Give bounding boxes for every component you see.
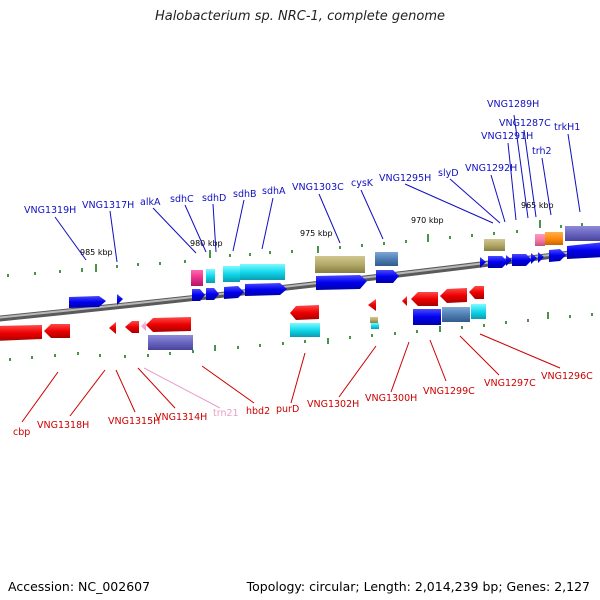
kbp-label-975: 975 kbp (300, 229, 333, 238)
gene-VNG1300H-a[interactable] (370, 317, 378, 323)
label-VNG1297C: VNG1297C (484, 378, 536, 389)
gene-VNG1297C-rna[interactable] (442, 307, 470, 322)
label-trn21: trn21 (213, 408, 239, 419)
gene-VNG1300H-b[interactable] (371, 323, 379, 329)
gene-sdhB[interactable] (240, 264, 285, 280)
gene-sdhA-b[interactable] (206, 288, 219, 300)
label-VNG1289H: VNG1289H (487, 99, 539, 110)
gene-VNG1318H[interactable] (44, 324, 70, 338)
label-sdhB: sdhB (233, 189, 257, 200)
gene-hbd2-rna[interactable] (148, 335, 193, 350)
label-VNG1302H: VNG1302H (307, 399, 359, 410)
label-VNG1292H: VNG1292H (465, 163, 517, 174)
gene-cysK[interactable] (375, 252, 398, 266)
gene-VNG1300H[interactable] (402, 296, 407, 306)
gene-VNG1315H[interactable] (109, 322, 116, 334)
gene-trkH1-cds-b[interactable] (567, 242, 600, 259)
label-purD: purD (276, 404, 299, 415)
kbp-label-985: 985 kbp (80, 248, 113, 257)
gene-trkH1-cds-a[interactable] (549, 249, 566, 262)
bottom-gene-labels: cbp VNG1318H VNG1315H VNG1314H trn21 hbd… (13, 371, 593, 438)
kbp-label-970: 970 kbp (411, 216, 444, 225)
label-VNG1314H: VNG1314H (155, 412, 207, 423)
gene-VNG1299C[interactable] (411, 292, 438, 306)
gene-VNG1297C[interactable] (440, 288, 467, 303)
gene-VNG1319H[interactable] (69, 296, 106, 308)
gene-trh2[interactable] (545, 232, 563, 245)
gene-sdhD[interactable] (223, 266, 240, 282)
top-leader-lines (54, 114, 581, 263)
label-alkA: alkA (140, 197, 161, 208)
bottom-leader-lines-trn (143, 367, 221, 409)
gene-VNG1303C-cds[interactable] (316, 275, 367, 290)
label-VNG1295H: VNG1295H (379, 173, 431, 184)
gene-VNG1314H[interactable] (125, 321, 139, 333)
gene-VNG1303C[interactable] (315, 256, 365, 273)
reverse-strand-genes (0, 286, 486, 350)
gene-slyD[interactable] (480, 257, 486, 268)
forward-strand-genes (69, 226, 600, 308)
label-cbp: cbp (13, 427, 30, 438)
kbp-label-965: 965 kbp (521, 201, 554, 210)
label-VNG1318H: VNG1318H (37, 420, 89, 431)
label-sdhD: sdhD (202, 193, 226, 204)
gene-VNG1291H-a[interactable] (506, 255, 512, 266)
label-VNG1296C: VNG1296C (541, 371, 593, 382)
gene-sdhC[interactable] (206, 269, 215, 283)
label-VNG1317H: VNG1317H (82, 200, 134, 211)
topology-text: Topology: circular; Length: 2,014,239 bp… (246, 579, 590, 594)
gene-cysK-cds[interactable] (376, 270, 399, 283)
gene-VNG1296C-rna[interactable] (471, 304, 486, 319)
gene-VNG1302H[interactable] (368, 299, 376, 311)
gene-VNG1287C-b[interactable] (538, 252, 544, 263)
gene-VNG1291H[interactable] (512, 254, 532, 266)
accession-text: Accession: NC_002607 (8, 579, 151, 594)
gene-sdhA-d[interactable] (245, 283, 287, 296)
genome-title: Halobacterium sp. NRC-1, complete genome (154, 9, 446, 24)
outer-tick-marks (7, 220, 583, 277)
gene-purD[interactable] (290, 305, 319, 320)
gene-trkH1[interactable] (565, 226, 600, 241)
gene-VNG1317H[interactable] (117, 294, 123, 305)
bottom-leader-lines (21, 333, 561, 423)
gene-sdhA-a[interactable] (192, 289, 205, 301)
gene-alkA[interactable] (191, 270, 203, 286)
label-hbd2: hbd2 (246, 406, 270, 417)
top-gene-labels: VNG1319H VNG1317H alkA sdhC sdhD sdhB sd… (24, 99, 580, 216)
label-VNG1315H: VNG1315H (108, 416, 160, 427)
gene-sdhA-c[interactable] (224, 286, 244, 299)
gene-cbp[interactable] (0, 325, 42, 341)
inner-tick-marks (9, 312, 593, 361)
label-trkH1: trkH1 (554, 122, 580, 133)
label-trh2: trh2 (532, 146, 552, 157)
gene-VNG1296C[interactable] (469, 286, 484, 299)
label-VNG1299C: VNG1299C (423, 386, 475, 397)
label-VNG1319H: VNG1319H (24, 205, 76, 216)
label-slyD: slyD (438, 168, 459, 179)
label-sdhC: sdhC (170, 194, 194, 205)
gene-VNG1289H[interactable] (535, 234, 545, 246)
label-sdhA: sdhA (262, 186, 286, 197)
label-VNG1287C: VNG1287C (499, 118, 551, 129)
label-VNG1291H: VNG1291H (481, 131, 533, 142)
gene-VNG1287C-a[interactable] (531, 253, 537, 264)
label-VNG1303C: VNG1303C (292, 182, 344, 193)
gene-purD-rna[interactable] (290, 323, 320, 337)
kbp-label-980: 980 kbp (190, 239, 223, 248)
gene-trn21[interactable] (141, 321, 146, 331)
gene-hbd2[interactable] (146, 317, 191, 332)
gene-VNG1295H[interactable] (488, 256, 508, 268)
label-cysK: cysK (351, 178, 374, 189)
label-VNG1300H: VNG1300H (365, 393, 417, 404)
gene-VNG1299C-rna[interactable] (413, 309, 441, 325)
gene-VNG1292H[interactable] (484, 239, 505, 251)
